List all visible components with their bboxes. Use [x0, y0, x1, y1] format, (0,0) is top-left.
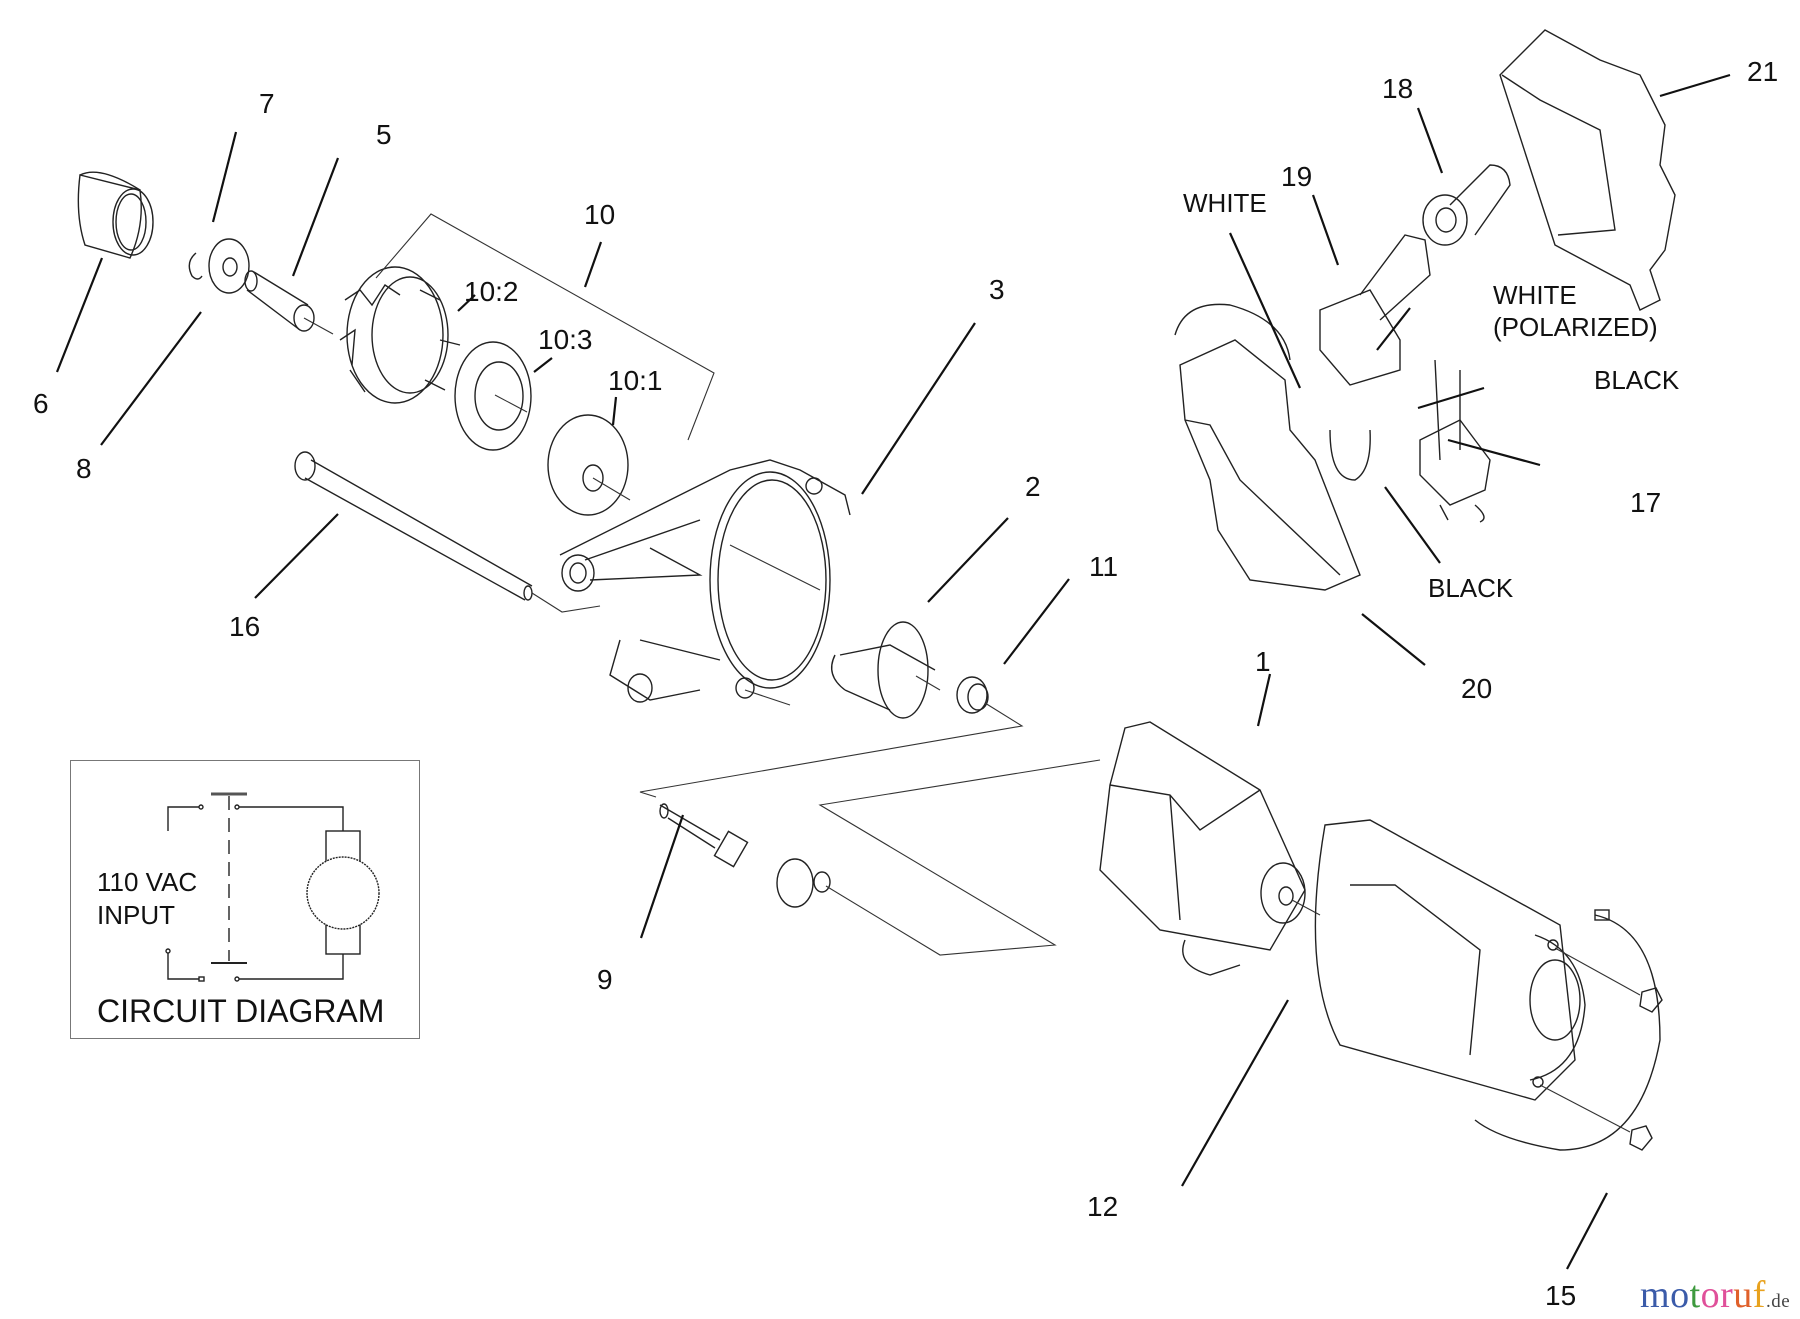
- callout-7: 7: [259, 88, 275, 119]
- part-3-gear-housing: [559, 459, 851, 706]
- part-20-switch-housing: [1174, 303, 1371, 591]
- part-19-plug: [1319, 234, 1431, 386]
- callout-10: 10: [584, 199, 616, 230]
- callout-2: 2: [1025, 471, 1041, 502]
- part-9-drive-shaft: [659, 759, 1101, 956]
- callout-12: 12: [1087, 1191, 1119, 1222]
- callout-16: 16: [229, 611, 261, 642]
- callout-10-1: 10:1: [608, 365, 663, 396]
- circuit-schematic: [165, 792, 380, 982]
- part-10-1-disc: [547, 414, 631, 516]
- logo-letter: o: [1670, 1274, 1690, 1316]
- callout-10-3: 10:3: [538, 324, 593, 355]
- part-21-cover: [1499, 29, 1676, 311]
- callout-6: 6: [33, 388, 49, 419]
- callout-8: 8: [76, 453, 92, 484]
- leader-lines: [55, 73, 1731, 1270]
- part-1-gearbox: [1099, 721, 1321, 976]
- wire-label-white: WHITE: [1183, 188, 1267, 218]
- callout-20: 20: [1461, 673, 1493, 704]
- wire-label-black-bottom: BLACK: [1428, 573, 1514, 603]
- circuit-input-label: 110 VAC INPUT: [97, 867, 198, 931]
- logo-letter: o: [1700, 1274, 1721, 1316]
- part-5-pin: [244, 270, 334, 335]
- wire-label-black-right: BLACK: [1594, 365, 1680, 395]
- part-10-3-seal: [454, 341, 532, 451]
- circuit-diagram-title: CIRCUIT DIAGRAM: [97, 993, 385, 1029]
- callout-11: 11: [1089, 551, 1119, 582]
- part-17-switch: [1419, 359, 1491, 523]
- callout-9: 9: [597, 964, 613, 995]
- callout-21: 21: [1747, 56, 1779, 87]
- kit-bracket-10: [375, 213, 715, 441]
- logo-letter: m: [1640, 1274, 1671, 1316]
- circuit-diagram-inset: 110 VAC INPUT CIRCUIT DIAGRAM: [70, 760, 420, 1039]
- callout-3: 3: [989, 274, 1005, 305]
- part-10-2-brush-holder: [339, 266, 461, 404]
- callout-5: 5: [376, 119, 392, 150]
- callout-19: 19: [1281, 161, 1313, 192]
- part-11-bushing: [639, 676, 1024, 798]
- callout-15: 15: [1545, 1280, 1577, 1311]
- part-2-sleeve: [831, 621, 941, 719]
- wire-label-white-polarized: WHITE (POLARIZED): [1493, 280, 1658, 342]
- callout-17: 17: [1630, 487, 1662, 518]
- callout-18: 18: [1382, 73, 1414, 104]
- logo-letter: t: [1689, 1274, 1701, 1316]
- logo-letter: f: [1752, 1274, 1766, 1316]
- callout-10-2: 10:2: [464, 276, 519, 307]
- part-6-end-cap: [77, 171, 154, 259]
- part-16-through-bolt: [294, 451, 601, 613]
- part-15-nuts: [1539, 947, 1663, 1151]
- logo-letter: r: [1720, 1274, 1734, 1316]
- logo-letter: u: [1733, 1274, 1753, 1316]
- callout-1: 1: [1255, 646, 1271, 677]
- part-18-boot: [1422, 164, 1511, 246]
- part-8-washer: [208, 238, 250, 294]
- motoruf-watermark-logo: motoruf.de: [1640, 1273, 1790, 1317]
- logo-tld: .de: [1765, 1291, 1791, 1312]
- part-12-motor: [1314, 819, 1661, 1151]
- part-7-retaining-clip: [188, 252, 203, 280]
